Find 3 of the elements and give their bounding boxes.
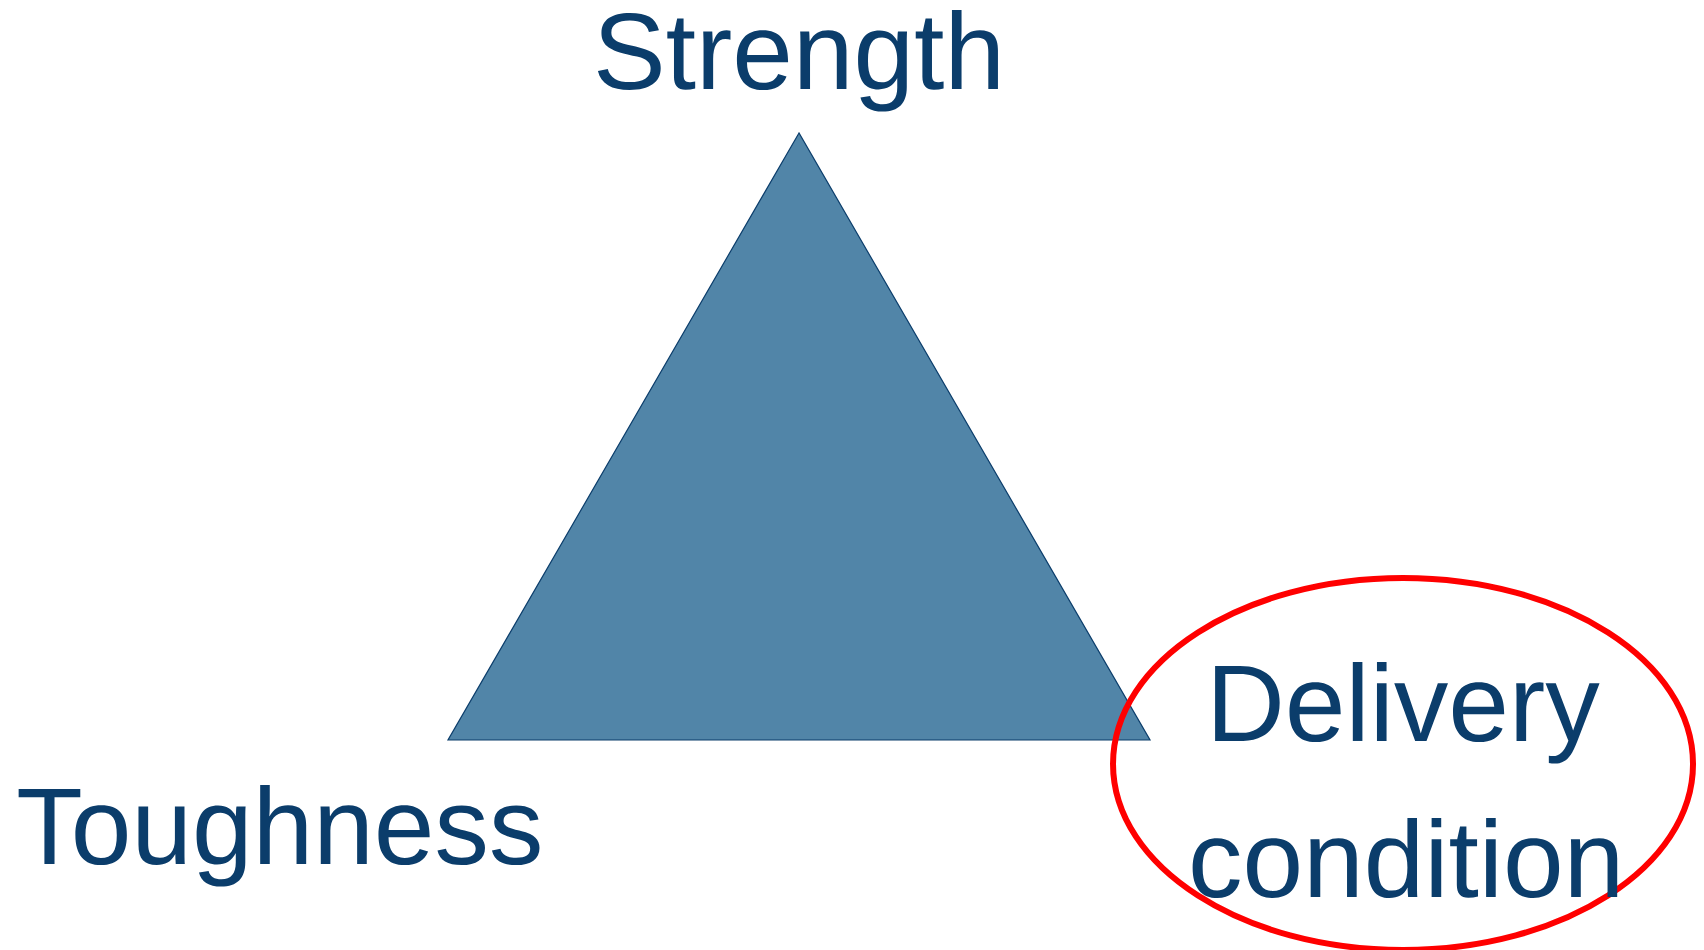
axis-label: Strength xyxy=(597,10,998,112)
axis-label: Toughness xyxy=(18,785,540,887)
circled-label: Delivery condition xyxy=(1110,575,1696,950)
